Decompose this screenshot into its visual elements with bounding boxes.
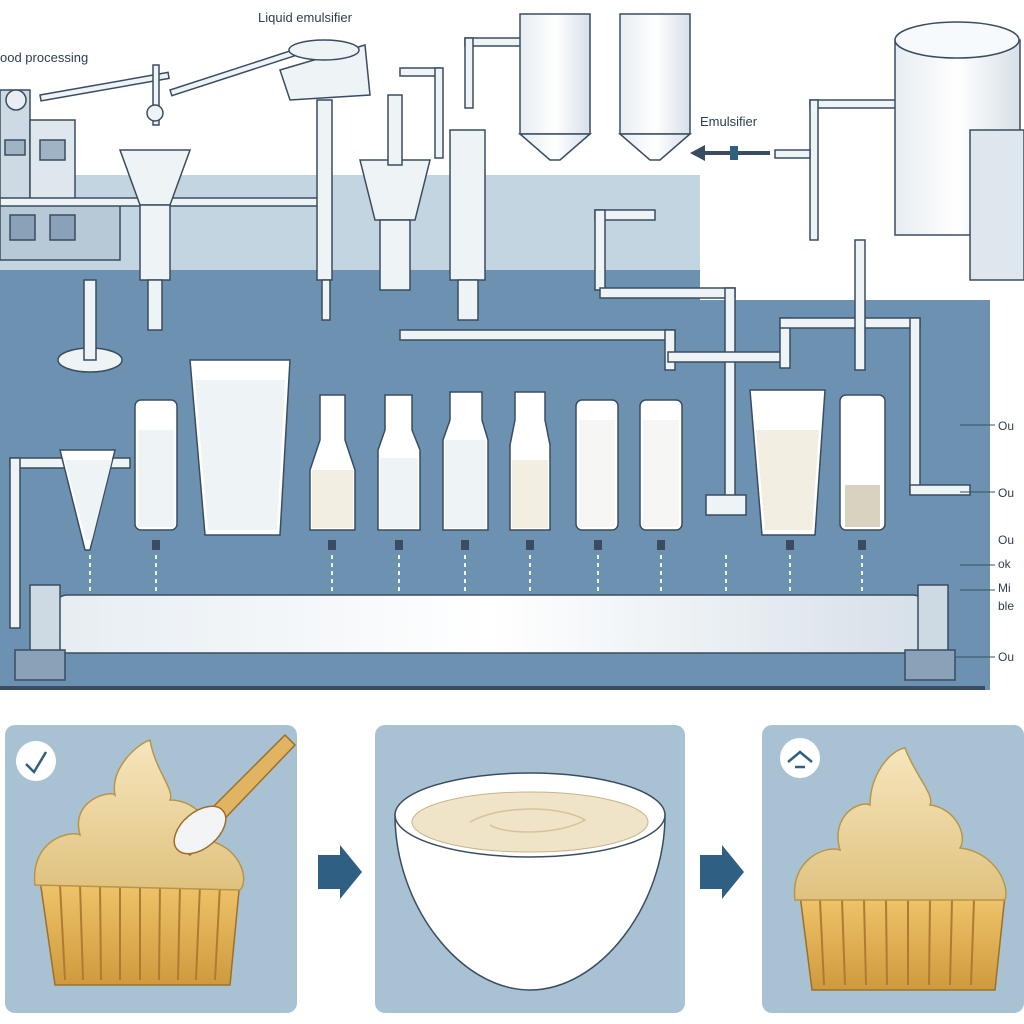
vessel-flask [377, 394, 421, 550]
svg-text:ble: ble [998, 599, 1014, 613]
drip-lines [89, 555, 863, 610]
cake-ridges [59, 884, 221, 981]
right-callouts: Ou Ou Ou ok Mi ble Ou [955, 419, 1014, 664]
vessel-beaker [189, 359, 291, 536]
next-arrow [700, 845, 744, 899]
panel-finished-cupcake [762, 725, 1024, 1013]
panel-bowl-of-emulsion [375, 725, 685, 1013]
cake-ridges [819, 899, 975, 986]
vessel-tube [639, 399, 683, 550]
svg-text:Ou: Ou [998, 650, 1014, 664]
mixing-pipe [14, 584, 956, 681]
food-processing-label: ood processing [0, 50, 88, 65]
svg-text:ok: ok [998, 557, 1012, 571]
panel-cupcake-with-spoon [5, 725, 297, 1013]
frosting [793, 747, 1007, 901]
emulsifier-flow-arrow [690, 145, 770, 161]
svg-text:Ou: Ou [998, 486, 1014, 500]
vessel-tube [134, 399, 178, 550]
vessel-beaker [749, 389, 826, 550]
bowl [394, 814, 666, 991]
vessel-tube [575, 399, 619, 550]
filter-disc [57, 279, 123, 373]
vessel-flask [309, 394, 356, 550]
bird-icon [787, 750, 813, 769]
emulsifier-label: Emulsifier [700, 114, 758, 129]
vessel-flask [442, 391, 489, 550]
svg-text:Ou: Ou [998, 533, 1014, 547]
vessel-flask [509, 391, 551, 550]
check-icon [25, 751, 48, 775]
vessel-tube [839, 394, 886, 550]
liquid-emulsifier-label: Liquid emulsifier [258, 10, 353, 25]
vessel-funnel [59, 449, 116, 551]
svg-text:Mi: Mi [998, 581, 1011, 595]
svg-text:Ou: Ou [998, 419, 1014, 433]
next-arrow [318, 845, 362, 899]
factory-machinery [0, 89, 121, 261]
emulsion-cream [411, 791, 649, 853]
vessel-row [59, 359, 886, 551]
hoppers [118, 13, 1024, 331]
